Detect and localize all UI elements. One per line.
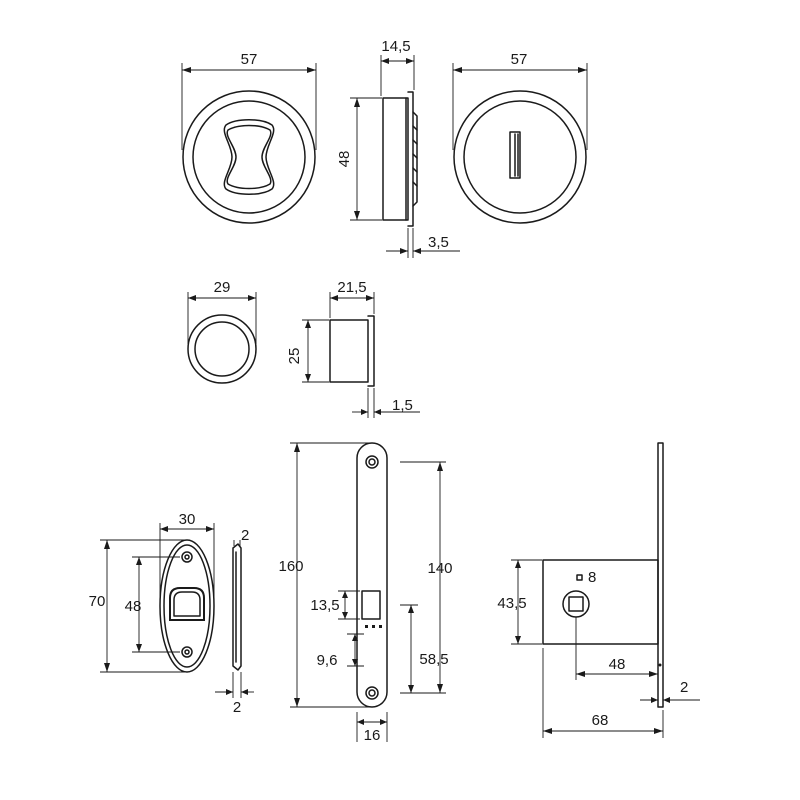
dim-label: 30 — [179, 511, 196, 528]
dimension-strike-height: 70 — [89, 539, 186, 673]
dimension-top-right-width: 57 — [452, 51, 588, 150]
dimension-faceplate-13-5: 13,5 — [310, 590, 360, 620]
dimension-strike-thickness-bottom: 2 — [215, 672, 254, 716]
dimension-strike-hole-spacing: 48 — [125, 556, 180, 653]
dim-label: 48 — [336, 151, 353, 168]
dim-label: 43,5 — [497, 595, 526, 612]
dimension-body-height: 43,5 — [497, 559, 542, 645]
dim-label: 1,5 — [392, 397, 413, 414]
dim-label: 57 — [511, 51, 528, 68]
dim-label: 140 — [427, 560, 452, 577]
escutcheon-side-view — [382, 91, 418, 227]
dimension-top-left-width: 57 — [181, 51, 317, 150]
dimension-body-plate: 2 — [640, 679, 700, 703]
lock-body-side-view — [542, 442, 664, 708]
dim-label: 48 — [125, 598, 142, 615]
dim-label: 160 — [278, 558, 303, 575]
dim-label: 2 — [233, 699, 241, 716]
dim-label: 3,5 — [428, 234, 449, 251]
dim-label: 2 — [680, 679, 688, 696]
dimension-strike-thickness-top: 2 — [233, 527, 249, 546]
dimension-mid-side-depth: 21,5 — [329, 279, 375, 318]
dimension-body-backset: 48 — [575, 617, 658, 680]
dimension-strike-width: 30 — [159, 511, 215, 600]
small-ring-front-view — [187, 314, 257, 384]
oval-strike-plate — [159, 539, 215, 673]
dim-label: 58,5 — [419, 651, 448, 668]
lock-faceplate — [356, 442, 388, 708]
dim-label: 2 — [241, 527, 249, 544]
dimension-faceplate-width: 16 — [356, 712, 388, 744]
dimension-mid-side-flange: 1,5 — [352, 388, 420, 418]
dim-label: 57 — [241, 51, 258, 68]
dimension-body-square: 8 — [588, 569, 596, 586]
dimension-faceplate-hole-spacing: 140 — [400, 461, 453, 694]
small-ring-side-view — [329, 315, 375, 387]
dimension-faceplate-height: 160 — [278, 442, 370, 708]
dimension-top-side-height: 48 — [336, 97, 382, 221]
round-escutcheon-key-view — [182, 90, 316, 224]
dimension-top-side-flange: 3,5 — [386, 228, 460, 258]
round-escutcheon-turn-view — [453, 90, 587, 224]
dim-label: 48 — [609, 656, 626, 673]
dim-label: 25 — [286, 348, 303, 365]
dim-label: 14,5 — [381, 38, 410, 55]
strike-plate-side-view — [232, 543, 242, 671]
dimension-mid-ring-width: 29 — [187, 279, 257, 344]
dim-label: 16 — [364, 727, 381, 744]
dimension-faceplate-58-5: 58,5 — [400, 604, 449, 694]
dimension-top-side-thickness: 14,5 — [380, 38, 415, 96]
dim-label: 68 — [592, 712, 609, 729]
dim-label: 8 — [588, 569, 596, 586]
dim-label: 29 — [214, 279, 231, 296]
dim-label: 70 — [89, 593, 106, 610]
dimension-mid-side-height: 25 — [286, 319, 329, 383]
dim-label: 9,6 — [317, 652, 338, 669]
dimension-body-depth: 68 — [542, 648, 664, 738]
dim-label: 21,5 — [337, 279, 366, 296]
dim-label: 13,5 — [310, 597, 339, 614]
dimension-faceplate-9-6: 9,6 — [317, 633, 364, 669]
